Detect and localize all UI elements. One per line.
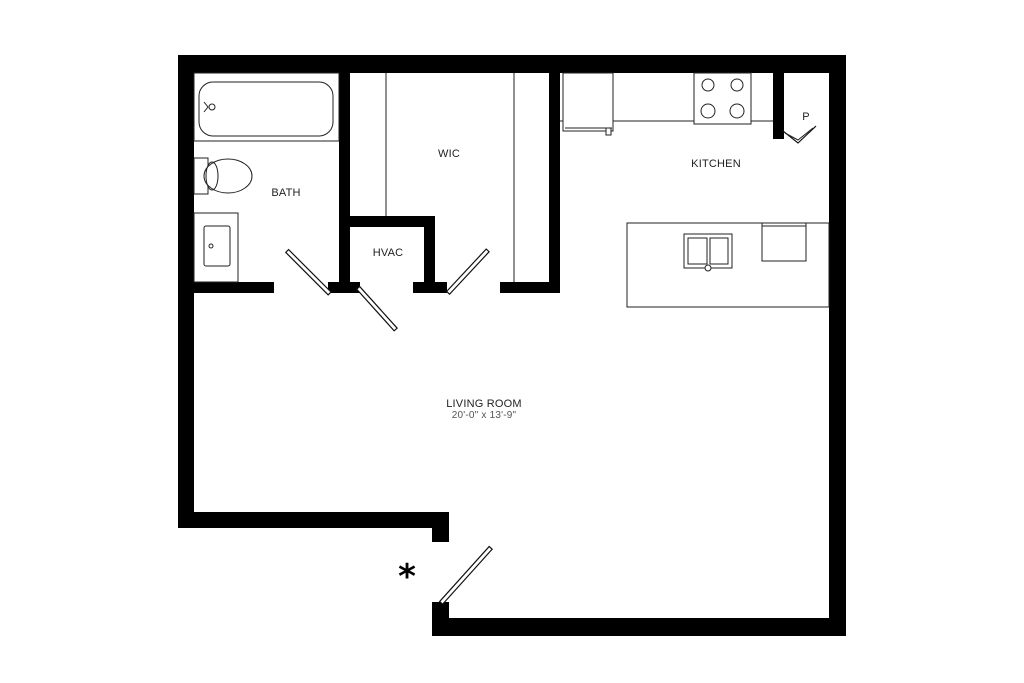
wall-stub-b bbox=[413, 282, 447, 293]
wall-wic-bottom bbox=[500, 282, 560, 293]
label-bath: BATH bbox=[271, 187, 301, 199]
exterior-walls bbox=[178, 55, 846, 636]
entry-door bbox=[438, 545, 493, 606]
wall-pantry bbox=[773, 55, 784, 139]
wall-bottom-left-jamb bbox=[432, 512, 449, 542]
stove bbox=[693, 72, 752, 125]
label-hvac: HVAC bbox=[372, 247, 404, 259]
label-living-dimensions: 20'-0" x 13'-9" bbox=[451, 410, 517, 421]
wall-right bbox=[829, 55, 846, 636]
wall-bottom-right-jamb bbox=[432, 602, 449, 636]
wic-door bbox=[445, 248, 490, 296]
refrigerator bbox=[562, 72, 614, 136]
label-wic: WIC bbox=[438, 148, 460, 160]
hvac-door bbox=[355, 285, 398, 332]
closet-shelves bbox=[385, 73, 515, 282]
wall-hvac-top bbox=[339, 216, 435, 227]
pantry-door bbox=[782, 125, 817, 144]
wall-hvac-right bbox=[424, 216, 435, 293]
bathtub bbox=[193, 72, 340, 142]
toilet bbox=[193, 157, 253, 195]
entry-marker: * bbox=[398, 557, 416, 597]
wall-bottom-left bbox=[178, 512, 449, 528]
wall-bottom-right bbox=[432, 618, 846, 636]
interior-walls bbox=[178, 55, 784, 293]
bath-vanity bbox=[193, 212, 239, 283]
label-living-room: LIVING ROOM bbox=[446, 398, 522, 410]
wall-top bbox=[178, 55, 846, 73]
bath-door bbox=[284, 248, 332, 296]
wall-wic-right bbox=[549, 55, 560, 293]
wall-bath-bottom bbox=[178, 282, 274, 293]
wall-bath-wic bbox=[339, 55, 350, 293]
kitchen-island bbox=[626, 222, 830, 308]
label-pantry: P bbox=[802, 111, 810, 123]
doors bbox=[284, 248, 493, 606]
label-kitchen: KITCHEN bbox=[691, 158, 741, 170]
wall-stub-a bbox=[328, 282, 360, 293]
